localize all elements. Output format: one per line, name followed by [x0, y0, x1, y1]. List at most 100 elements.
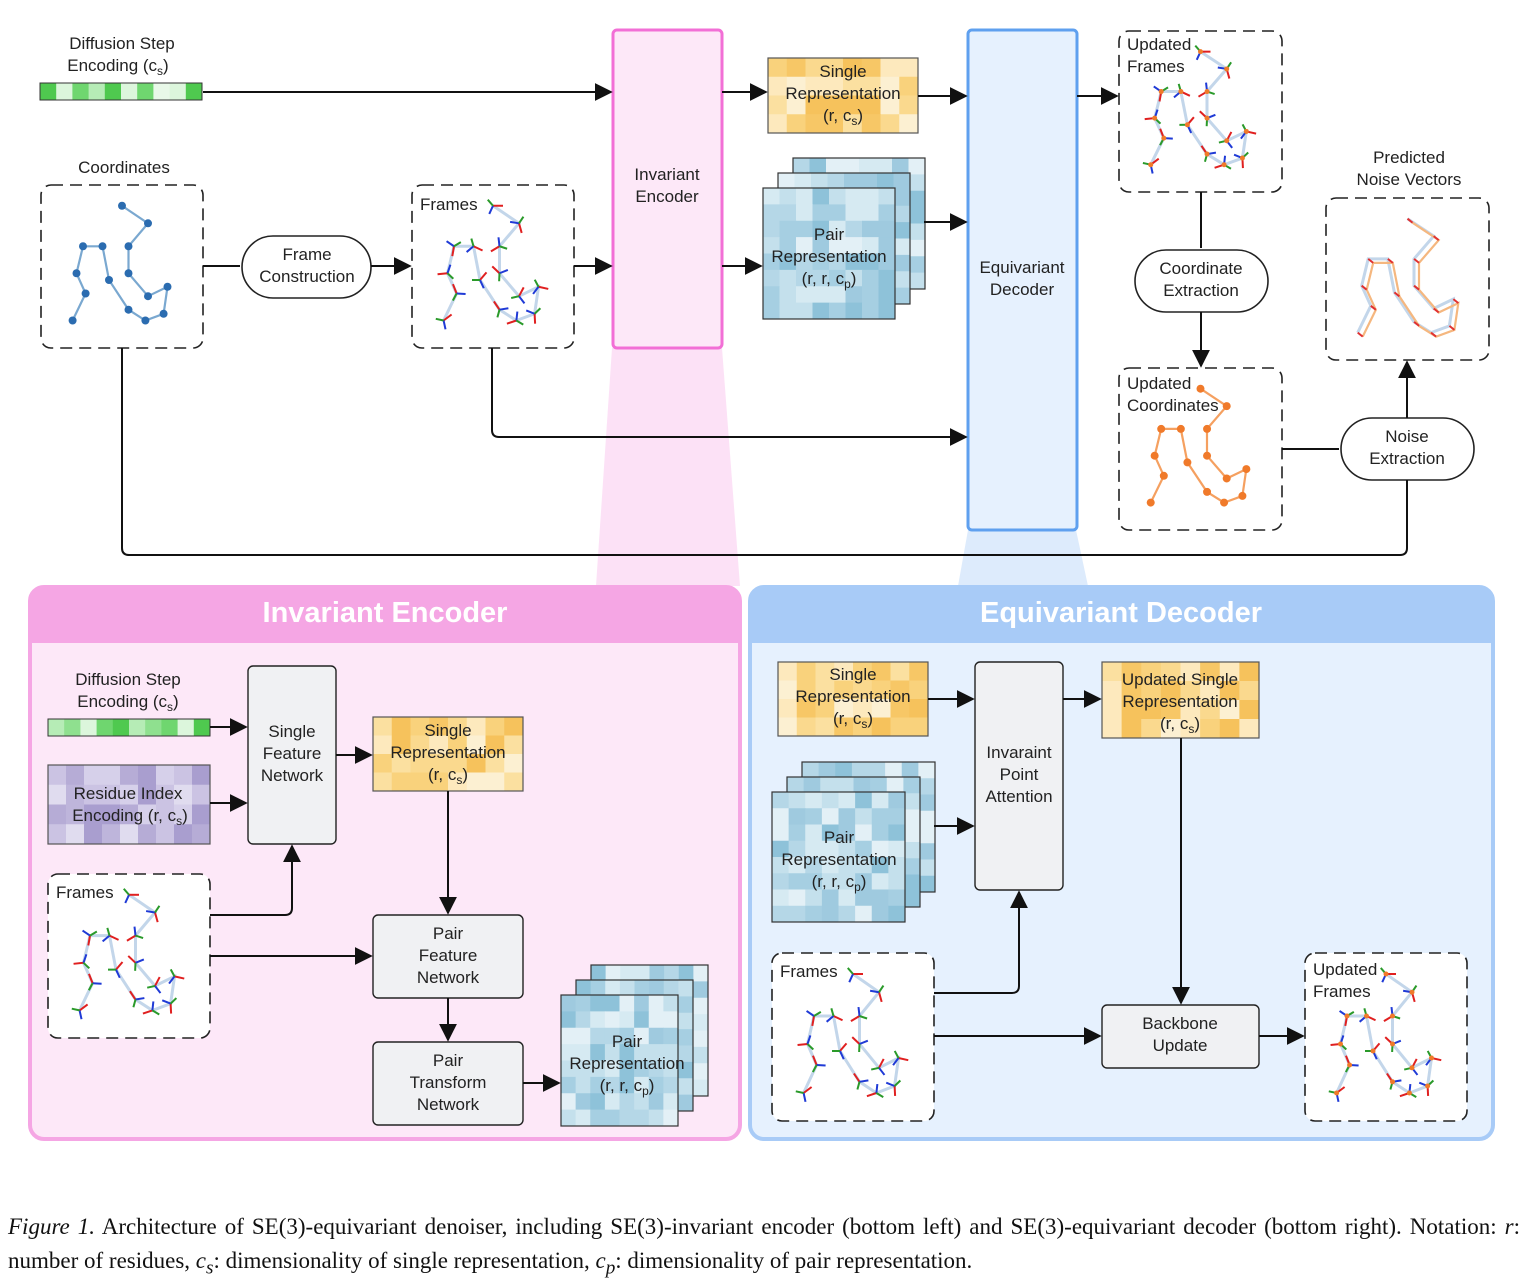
caption-label: Figure 1.: [8, 1214, 95, 1239]
grid-cell: [819, 762, 836, 779]
grid-cell: [894, 271, 911, 288]
grid-cell: [1200, 719, 1220, 739]
grid-cell: [772, 873, 789, 890]
grid-cell: [918, 827, 935, 844]
grid-cell: [872, 825, 889, 842]
residue-node: [79, 242, 87, 250]
grid-cell: [778, 173, 795, 190]
grid-cell: [678, 1078, 693, 1095]
top-updated-frames-label-2: Frames: [1127, 57, 1185, 76]
grid-cell: [576, 1093, 591, 1110]
grid-cell: [855, 792, 872, 809]
grid-cell: [486, 773, 505, 792]
grid-cell: [802, 762, 819, 779]
grid-cell: [772, 890, 789, 907]
grid-cell: [763, 204, 780, 221]
strip-cell: [80, 719, 97, 736]
grid-cell: [620, 1110, 635, 1127]
residue-node: [1198, 49, 1203, 54]
grid-cell: [813, 188, 830, 205]
ipa-label-2: Point: [1000, 765, 1039, 784]
grid-cell: [862, 221, 879, 238]
residue-node: [1224, 138, 1229, 143]
grid-cell: [909, 224, 926, 241]
grid-cell: [664, 965, 679, 982]
decoder-title: Equivariant Decoder: [980, 597, 1262, 629]
grid-cell: [909, 681, 928, 700]
decoder-projection: [958, 530, 1088, 586]
grid-cell: [862, 188, 879, 205]
grid-cell: [862, 204, 879, 221]
grid-cell: [663, 995, 678, 1012]
caption-r-symbol: r: [1505, 1214, 1514, 1239]
grid-cell: [872, 808, 889, 825]
grid-cell: [813, 286, 830, 303]
grid-cell: [855, 906, 872, 923]
residue-node: [1224, 66, 1229, 71]
grid-cell: [102, 765, 121, 785]
residue-node: [1242, 465, 1250, 473]
grid-cell: [822, 890, 839, 907]
upd-single-label-3: (r, cs): [1160, 714, 1200, 736]
grid-cell: [1102, 719, 1122, 739]
grid-cell: [854, 777, 871, 794]
grid-cell: [876, 158, 893, 175]
grid-cell: [903, 826, 920, 843]
ipa-label-3: Attention: [985, 787, 1052, 806]
grid-cell: [837, 777, 854, 794]
coordinates-label: Coordinates: [78, 158, 170, 177]
residue-node: [1205, 89, 1210, 94]
top-pair-representation: [763, 158, 926, 320]
grid-cell: [663, 1110, 678, 1127]
residue-node: [1147, 499, 1155, 507]
grid-cell: [590, 1011, 605, 1028]
coordinate-extraction-label-1: Coordinate: [1159, 259, 1242, 278]
backbone-label-1: Backbone: [1142, 1014, 1218, 1033]
grid-cell: [192, 765, 211, 785]
top-diffusion-label-2: Encoding (cs): [67, 56, 168, 78]
caption-text: Architecture of SE(3)-equivariant denois…: [102, 1214, 1497, 1239]
residue-node: [144, 219, 152, 227]
grid-cell: [891, 662, 910, 681]
dec-updated-frames-label-1: Updated: [1313, 960, 1377, 979]
caption-cp-def: : dimensionality of pair representation.: [615, 1248, 972, 1273]
grid-cell: [768, 58, 787, 77]
grid-cell: [763, 286, 780, 303]
grid-cell: [903, 810, 920, 827]
dec-updated-frames-label-2: Frames: [1313, 982, 1371, 1001]
grid-cell: [1122, 719, 1142, 739]
grid-cell: [862, 114, 881, 133]
grid-cell: [909, 256, 926, 273]
top-single-label-2: Representation: [785, 84, 900, 103]
frame-axis-x: [535, 314, 536, 324]
strip-cell: [137, 83, 154, 100]
grid-cell: [797, 662, 816, 681]
grid-cell: [909, 207, 926, 224]
strip-cell: [153, 83, 170, 100]
residue-node: [73, 269, 81, 277]
grid-cell: [620, 980, 635, 997]
grid-cell: [138, 765, 157, 785]
grid-cell: [504, 717, 523, 736]
grid-cell: [1220, 719, 1240, 739]
grid-cell: [796, 204, 813, 221]
grid-cell: [855, 808, 872, 825]
frame-axis-y: [498, 237, 499, 246]
dec-single-label-2: Representation: [795, 687, 910, 706]
grid-cell: [804, 777, 821, 794]
updated-coordinates-label-2: Coordinates: [1127, 396, 1219, 415]
grid-cell: [892, 158, 909, 175]
single-feature-label-3: Network: [261, 766, 324, 785]
pair-transform-label-1: Pair: [433, 1051, 464, 1070]
grid-cell: [620, 995, 635, 1012]
grid-cell: [605, 1110, 620, 1127]
residue-node: [1371, 1049, 1376, 1054]
residue-node: [1338, 1042, 1343, 1047]
grid-cell: [84, 765, 103, 785]
grid-cell: [48, 785, 67, 805]
pair-feature-label-3: Network: [417, 968, 480, 987]
residue-node: [125, 242, 133, 250]
frame-axis-y: [858, 1007, 859, 1016]
grid-cell: [504, 754, 523, 773]
grid-cell: [862, 303, 879, 320]
